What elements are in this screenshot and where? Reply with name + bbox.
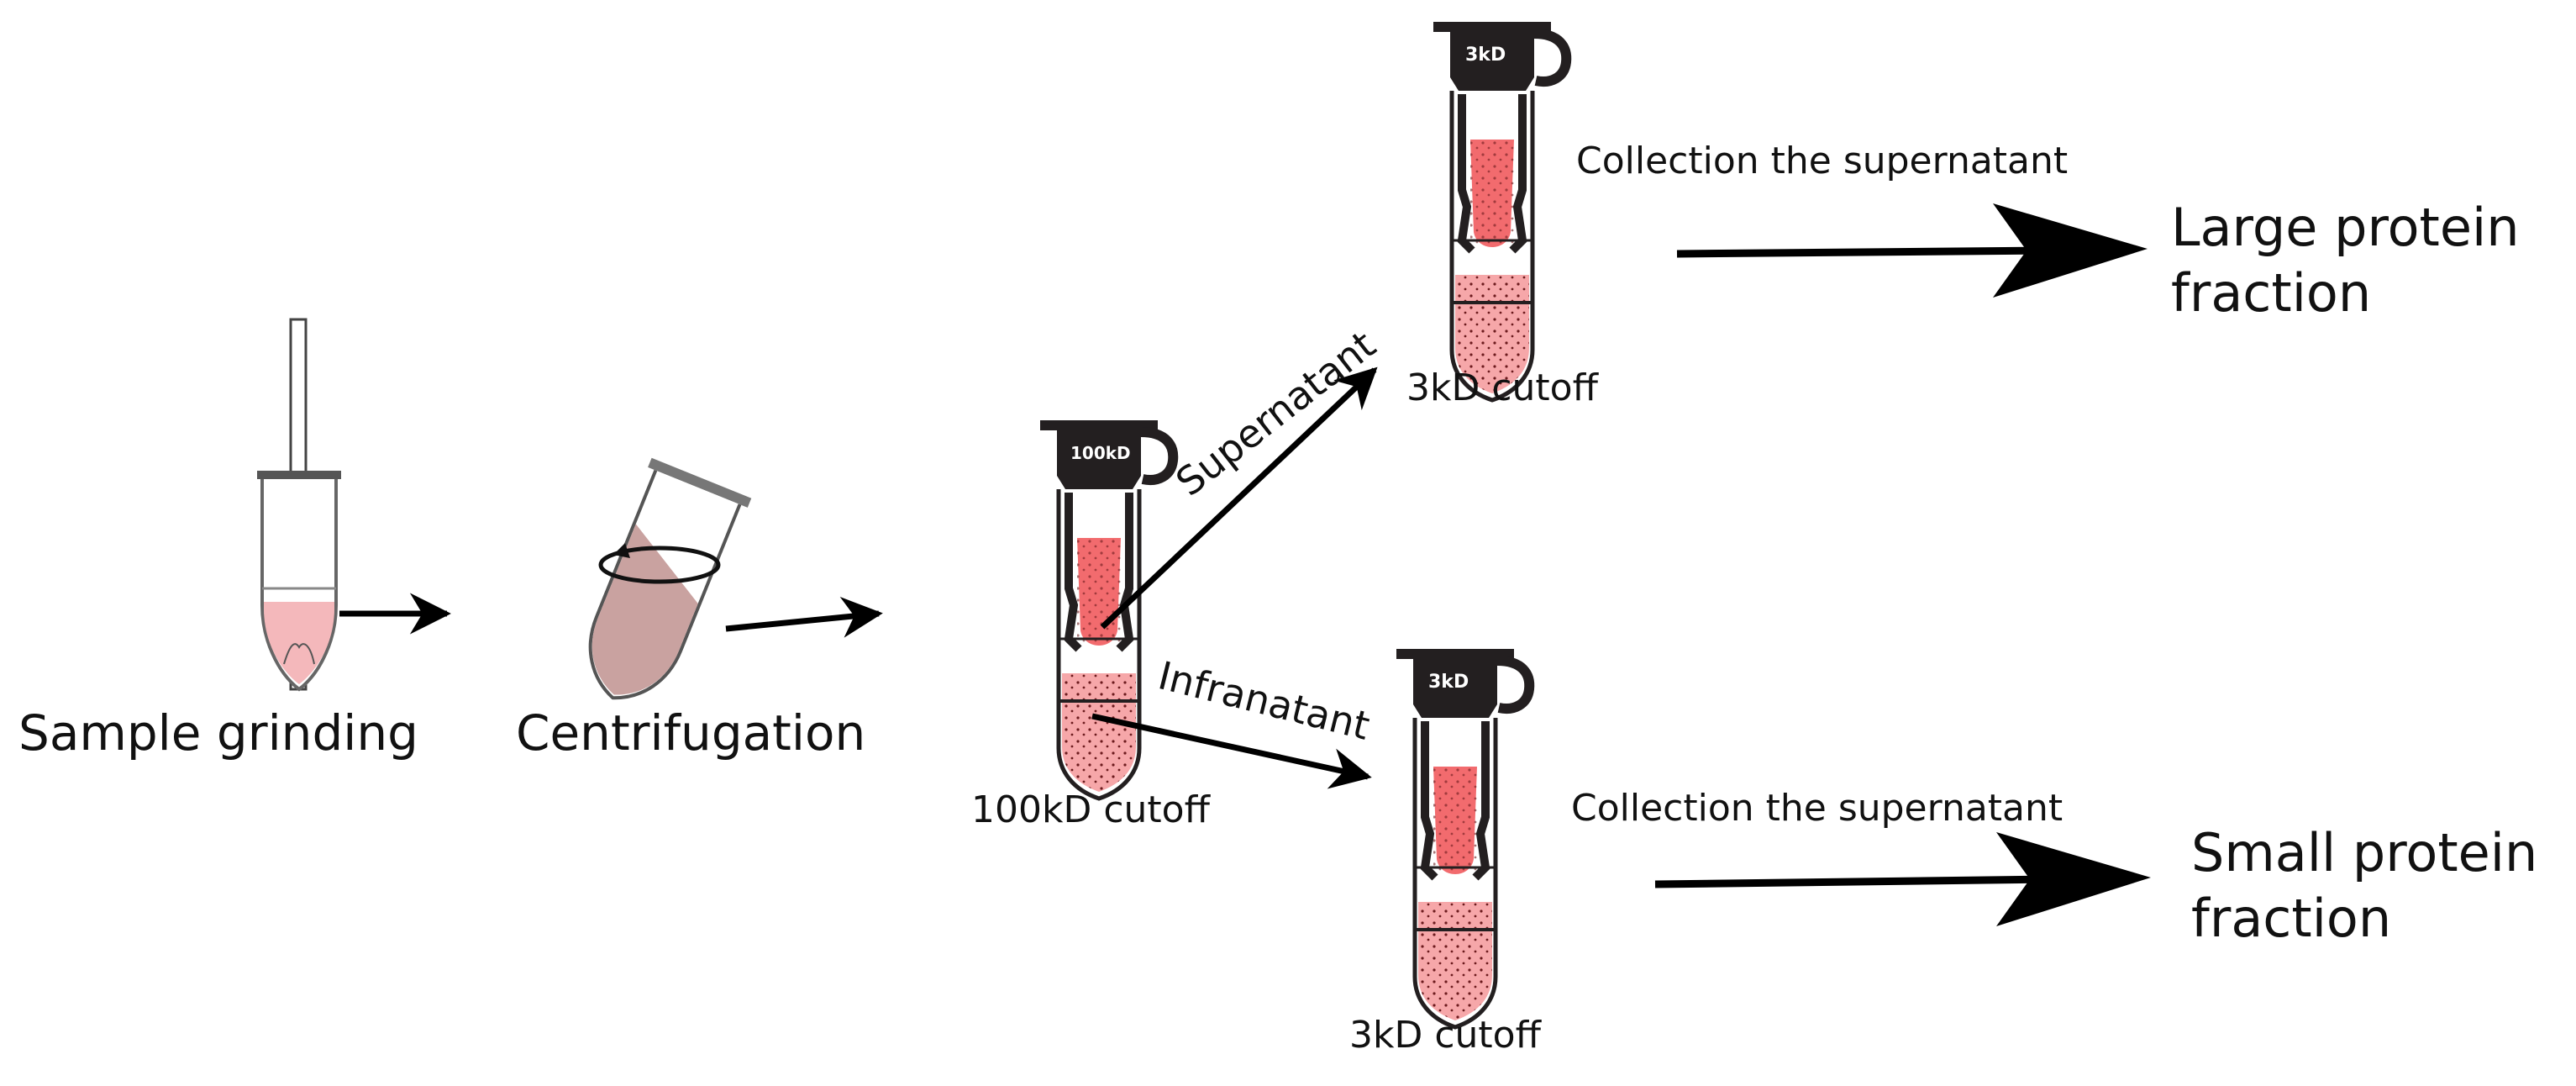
filter-tube-3kd-bottom [1396, 649, 1529, 1027]
label-collection-top: Collection the supernatant [1576, 140, 2068, 182]
arrow-infranatant [1091, 713, 1372, 789]
label-small-protein: Small protein [2191, 822, 2537, 883]
tube-label-3kd-top: 3kD [1465, 45, 1506, 66]
label-supernatant: Supernatant [1168, 322, 1385, 505]
label-sample-grinding: Sample grinding [18, 704, 418, 762]
label-large-protein: Large protein [2171, 197, 2520, 258]
label-large-fraction: fraction [2171, 262, 2371, 324]
label-centrifugation: Centrifugation [516, 704, 865, 762]
arrow-collection-bottom [1654, 832, 2151, 926]
label-collection-bottom: Collection the supernatant [1571, 787, 2063, 830]
arrow-collection-top [1676, 203, 2148, 298]
tube-label-100kd: 100kD [1070, 443, 1131, 463]
filter-tube-100kd [1040, 420, 1173, 799]
tube-label-3kd-bottom: 3kD [1428, 672, 1469, 693]
filter-tube-3kd-top [1433, 22, 1566, 400]
label-small-fraction: fraction [2191, 888, 2391, 949]
label-3kd-cutoff-bottom: 3kD cutoff [1349, 1014, 1543, 1057]
arrow-centrifugation-to-filter [725, 596, 883, 638]
label-100kd-cutoff: 100kD cutoff [971, 788, 1212, 831]
rotation-icon [598, 546, 721, 584]
arrow-supernatant [1100, 366, 1378, 630]
grinding-tube [257, 318, 341, 692]
centrifuge-tube [588, 457, 752, 700]
label-3kd-cutoff-top: 3kD cutoff [1406, 366, 1600, 409]
